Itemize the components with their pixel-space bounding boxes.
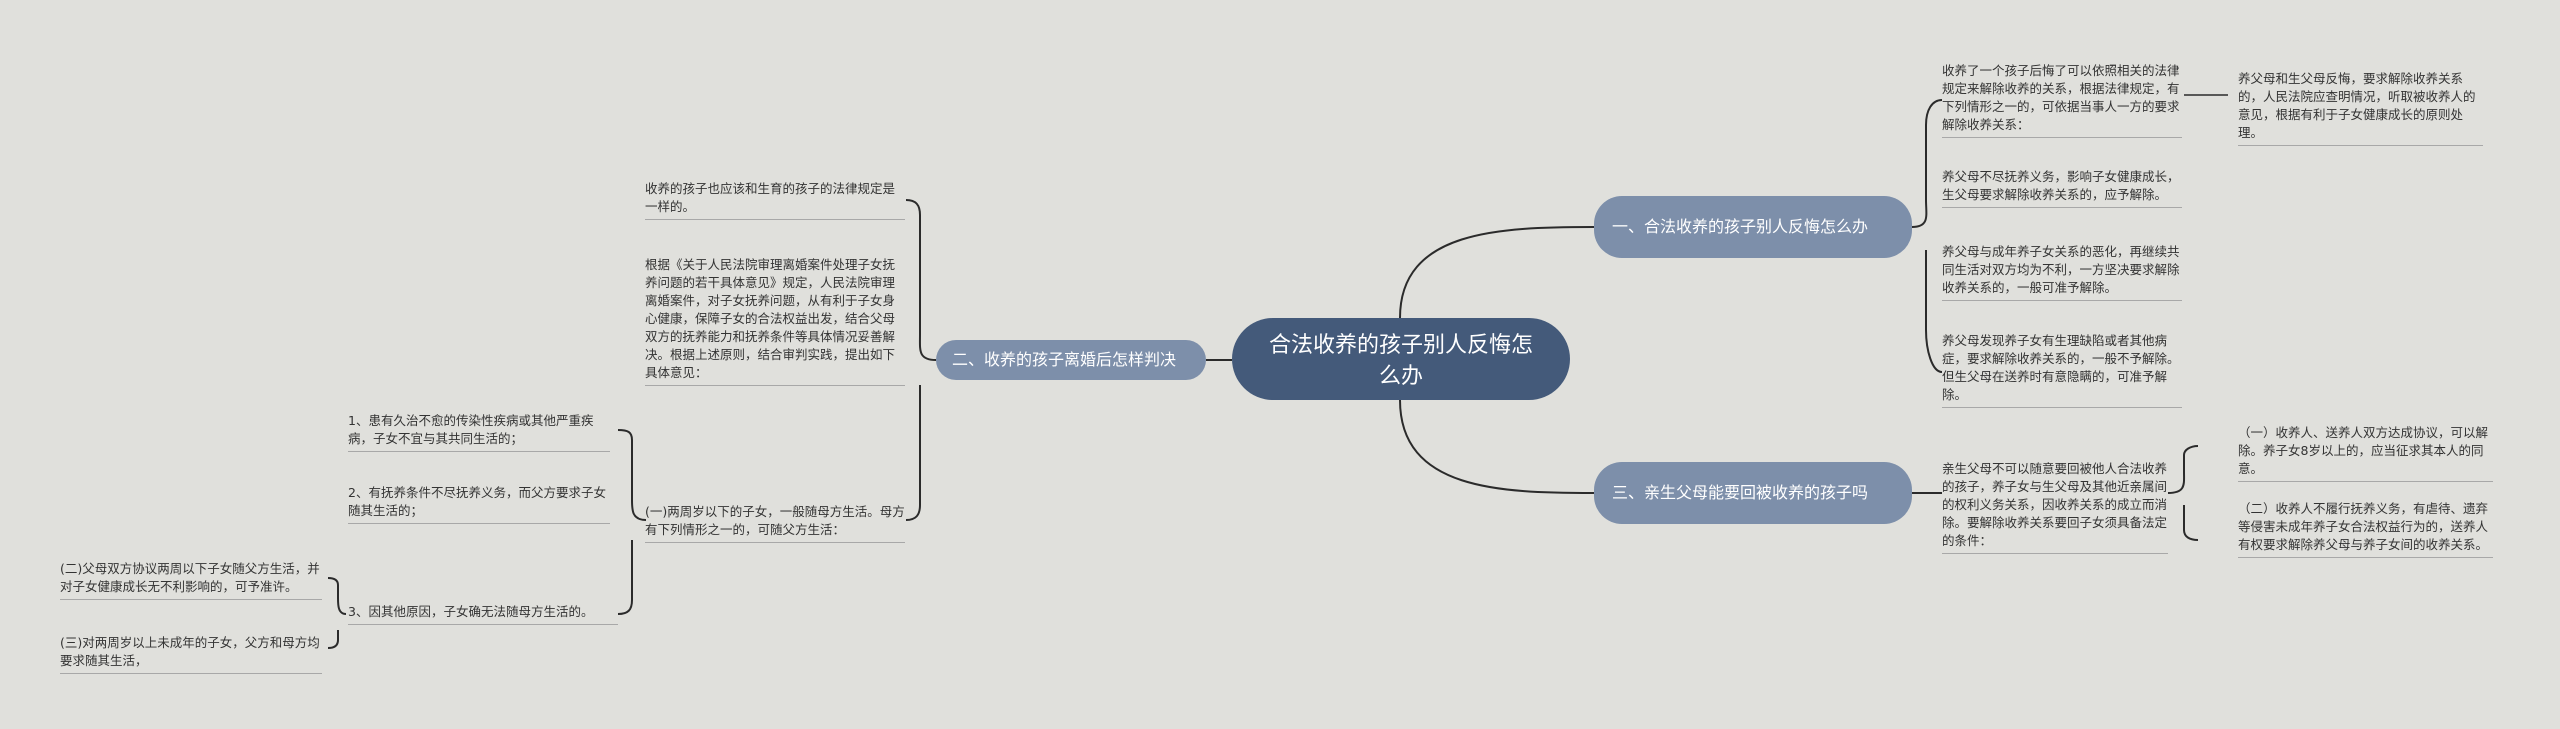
branch-node-3[interactable]: 三、亲生父母能要回被收养的孩子吗 bbox=[1594, 462, 1912, 524]
b1-leaf-4-text: 养父母发现养子女有生理缺陷或者其他病症，要求解除收养关系的，一般不予解除。但生父… bbox=[1942, 333, 2180, 402]
branch-1-label: 一、合法收养的孩子别人反悔怎么办 bbox=[1612, 217, 1869, 236]
branch-3-label: 三、亲生父母能要回被收养的孩子吗 bbox=[1612, 483, 1869, 502]
b2-leaf-3-text: (一)两周岁以下的子女，一般随母方生活。母方有下列情形之一的，可随父方生活： bbox=[645, 504, 905, 537]
b2-sub-leaf-1-text: 1、患有久治不愈的传染性疾病或其他严重疾病，子女不宜与其共同生活的； bbox=[348, 413, 594, 446]
bracket-b1 bbox=[1911, 99, 1943, 373]
b2-sub-leaf-3[interactable]: 3、因其他原因，子女确无法随母方生活的。 bbox=[348, 603, 618, 625]
b2-sub-leaf-3-text: 3、因其他原因，子女确无法随母方生活的。 bbox=[348, 604, 594, 619]
b2-leaf-1[interactable]: 收养的孩子也应该和生育的孩子的法律规定是一样的。 bbox=[645, 180, 905, 220]
b3-sub-leaf-1-text: （一）收养人、送养人双方达成协议，可以解除。养子女8岁以上的，应当征求其本人的同… bbox=[2238, 425, 2489, 476]
root-node[interactable]: 合法收养的孩子别人反悔怎么办 bbox=[1232, 318, 1570, 400]
b2-subsub-leaf-2[interactable]: (三)对两周岁以上未成年的子女，父方和母方均要求随其生活， bbox=[60, 634, 322, 674]
bracket-b3-sub bbox=[2167, 445, 2199, 541]
b2-leaf-2-text: 根据《关于人民法院审理离婚案件处理子女抚养问题的若干具体意见》规定，人民法院审理… bbox=[645, 257, 896, 380]
b2-sub-leaf-1[interactable]: 1、患有久治不愈的传染性疾病或其他严重疾病，子女不宜与其共同生活的； bbox=[348, 412, 610, 452]
connector-root-b3 bbox=[1399, 399, 1595, 494]
b2-subsub-leaf-1-text: (二)父母双方协议两周以下子女随父方生活，并对子女健康成长无不利影响的，可予准许… bbox=[60, 561, 320, 594]
connector-root-b1 bbox=[1399, 226, 1595, 319]
b1-leaf-1[interactable]: 收养了一个孩子后悔了可以依照相关的法律规定来解除收养的关系，根据法律规定，有下列… bbox=[1942, 62, 2182, 138]
b1-leaf-3-text: 养父母与成年养子女关系的恶化，再继续共同生活对双方均为不利，一方坚决要求解除收养… bbox=[1942, 244, 2180, 295]
b1-sub-leaf[interactable]: 养父母和生父母反悔，要求解除收养关系的，人民法院应查明情况，听取被收养人的意见，… bbox=[2238, 70, 2483, 146]
b2-leaf-3[interactable]: (一)两周岁以下的子女，一般随母方生活。母方有下列情形之一的，可随父方生活： bbox=[645, 503, 905, 543]
branch-node-1[interactable]: 一、合法收养的孩子别人反悔怎么办 bbox=[1594, 196, 1912, 258]
bracket-b2 bbox=[905, 199, 937, 521]
b1-leaf-4[interactable]: 养父母发现养子女有生理缺陷或者其他病症，要求解除收养关系的，一般不予解除。但生父… bbox=[1942, 332, 2182, 408]
bracket-b2-subsub bbox=[327, 577, 347, 649]
b2-sub-leaf-2[interactable]: 2、有抚养条件不尽抚养义务，而父方要求子女随其生活的； bbox=[348, 484, 610, 524]
b3-leaf[interactable]: 亲生父母不可以随意要回被他人合法收养的孩子，养子女与生父母及其他近亲属间的权利义… bbox=[1942, 460, 2168, 554]
b3-leaf-text: 亲生父母不可以随意要回被他人合法收养的孩子，养子女与生父母及其他近亲属间的权利义… bbox=[1942, 461, 2168, 548]
branch-2-label: 二、收养的孩子离婚后怎样判决 bbox=[952, 350, 1177, 369]
b2-subsub-leaf-2-text: (三)对两周岁以上未成年的子女，父方和母方均要求随其生活， bbox=[60, 635, 320, 668]
b1-leaf-2-text: 养父母不尽抚养义务，影响子女健康成长，生父母要求解除收养关系的，应予解除。 bbox=[1942, 169, 2180, 202]
bracket-b2-sub bbox=[617, 429, 647, 615]
root-label: 合法收养的孩子别人反悔怎么办 bbox=[1268, 333, 1533, 389]
branch-node-2[interactable]: 二、收养的孩子离婚后怎样判决 bbox=[936, 340, 1206, 380]
b2-sub-leaf-2-text: 2、有抚养条件不尽抚养义务，而父方要求子女随其生活的； bbox=[348, 485, 606, 518]
b1-leaf-1-text: 收养了一个孩子后悔了可以依照相关的法律规定来解除收养的关系，根据法律规定，有下列… bbox=[1942, 63, 2180, 132]
b1-leaf-2[interactable]: 养父母不尽抚养义务，影响子女健康成长，生父母要求解除收养关系的，应予解除。 bbox=[1942, 168, 2182, 208]
b2-leaf-1-text: 收养的孩子也应该和生育的孩子的法律规定是一样的。 bbox=[645, 181, 896, 214]
b1-sub-leaf-text: 养父母和生父母反悔，要求解除收养关系的，人民法院应查明情况，听取被收养人的意见，… bbox=[2238, 71, 2476, 140]
b3-sub-leaf-2[interactable]: （二）收养人不履行抚养义务，有虐待、遗弃等侵害未成年养子女合法权益行为的，送养人… bbox=[2238, 500, 2493, 558]
b3-sub-leaf-1[interactable]: （一）收养人、送养人双方达成协议，可以解除。养子女8岁以上的，应当征求其本人的同… bbox=[2238, 424, 2493, 482]
b2-subsub-leaf-1[interactable]: (二)父母双方协议两周以下子女随父方生活，并对子女健康成长无不利影响的，可予准许… bbox=[60, 560, 322, 600]
b1-leaf-3[interactable]: 养父母与成年养子女关系的恶化，再继续共同生活对双方均为不利，一方坚决要求解除收养… bbox=[1942, 243, 2182, 301]
b2-leaf-2[interactable]: 根据《关于人民法院审理离婚案件处理子女抚养问题的若干具体意见》规定，人民法院审理… bbox=[645, 256, 905, 386]
b3-sub-leaf-2-text: （二）收养人不履行抚养义务，有虐待、遗弃等侵害未成年养子女合法权益行为的，送养人… bbox=[2238, 501, 2489, 552]
